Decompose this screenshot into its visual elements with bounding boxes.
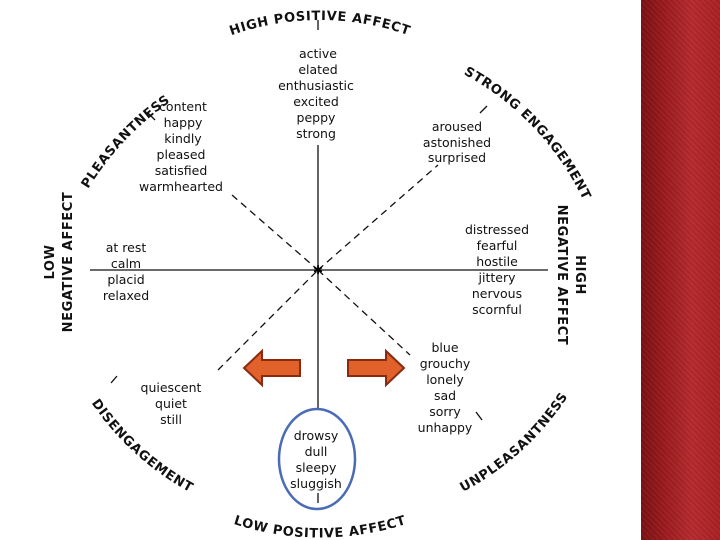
diagonal-lower-right (317, 269, 411, 356)
word: quiescent (141, 380, 202, 395)
word: pleased (157, 147, 206, 162)
word: still (160, 412, 182, 427)
word: at rest (106, 240, 147, 255)
word: jittery (478, 270, 517, 285)
center-marker: ✱ (313, 263, 323, 277)
tick-disengagement (110, 375, 118, 384)
affect-circumplex-diagram: ✱ HIGH POSITIVE AFFECT LOW POSITIVE AFFE… (43, 9, 593, 540)
left-arrow-icon (242, 348, 301, 388)
word: quiet (155, 396, 187, 411)
word: sleepy (296, 460, 337, 475)
label-high-positive-affect: HIGH POSITIVE AFFECT (228, 9, 413, 39)
word: sorry (429, 404, 461, 419)
words-low-negative: at rest calm placid relaxed (103, 240, 149, 303)
word: kindly (164, 131, 202, 146)
words-high-negative: distressed fearful hostile jittery nervo… (465, 222, 529, 317)
word: warmhearted (139, 179, 223, 194)
word: relaxed (103, 288, 149, 303)
words-pleasantness: content happy kindly pleased satisfied w… (139, 99, 223, 194)
sidebar-texture (641, 0, 720, 540)
label-low-positive-affect: LOW POSITIVE AFFECT (232, 513, 408, 540)
word: astonished (423, 135, 491, 150)
word: content (159, 99, 207, 114)
word: distressed (465, 222, 529, 237)
tick-strong-engagement (479, 105, 488, 114)
label-low-negative-affect-line2: NEGATIVE AFFECT (61, 192, 76, 333)
word: happy (164, 115, 203, 130)
word: scornful (472, 302, 522, 317)
word: drowsy (294, 428, 339, 443)
tick-pleasantness (147, 112, 156, 121)
words-unpleasantness: blue grouchy lonely sad sorry unhappy (418, 340, 473, 435)
words-strong-engagement: aroused astonished surprised (423, 119, 491, 165)
word: nervous (472, 286, 522, 301)
word: unhappy (418, 420, 473, 435)
label-low-negative-affect: LOW NEGATIVE AFFECT (43, 192, 76, 333)
words-low-positive: drowsy dull sleepy sluggish (290, 428, 342, 491)
word: surprised (428, 150, 486, 165)
diagonal-upper-left (231, 194, 319, 271)
diagonal-upper-right (317, 164, 439, 271)
word: dull (305, 444, 328, 459)
words-disengagement: quiescent quiet still (141, 380, 202, 427)
word: active (299, 46, 337, 61)
decorative-sidebar (641, 0, 720, 540)
word: elated (298, 62, 337, 77)
word: blue (431, 340, 458, 355)
word: fearful (477, 238, 518, 253)
label-high-negative-affect: HIGH NEGATIVE AFFECT (554, 205, 587, 346)
word: calm (111, 256, 141, 271)
word: enthusiastic (278, 78, 354, 93)
word: peppy (297, 110, 336, 125)
word: hostile (476, 254, 518, 269)
word: grouchy (420, 356, 471, 371)
label-unpleasantness: UNPLEASANTNESS (458, 390, 572, 496)
word: sluggish (290, 476, 342, 491)
label-low-negative-affect-line1: LOW (43, 244, 58, 279)
word: satisfied (155, 163, 208, 178)
label-high-negative-affect-line2: NEGATIVE AFFECT (554, 205, 569, 346)
word: sad (434, 388, 456, 403)
word: placid (107, 272, 144, 287)
word: excited (293, 94, 339, 109)
diagonal-lower-left (217, 269, 319, 371)
right-arrow-icon (347, 348, 406, 388)
word: strong (296, 126, 336, 141)
word: lonely (426, 372, 464, 387)
words-high-positive: active elated enthusiastic excited peppy… (278, 46, 354, 141)
tick-unpleasantness (475, 411, 483, 421)
word: aroused (432, 119, 482, 134)
highlight-circle (277, 407, 357, 511)
label-high-negative-affect-line1: HIGH (572, 255, 587, 295)
